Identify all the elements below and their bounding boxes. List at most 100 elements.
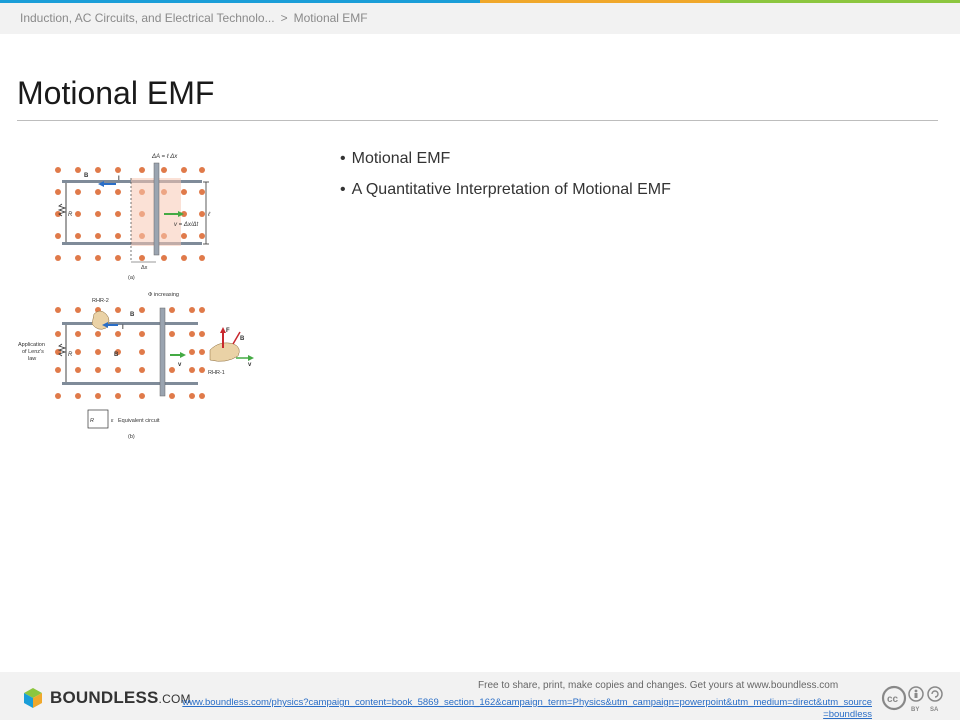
field-marker [189, 393, 195, 399]
equivalent-circuit-b [87, 409, 109, 429]
resistor-b [57, 343, 67, 357]
field-marker [95, 393, 101, 399]
field-marker [139, 331, 145, 337]
field-marker [139, 167, 145, 173]
field-marker [199, 189, 205, 195]
field-marker [161, 167, 167, 173]
top-bar: Induction, AC Circuits, and Electrical T… [0, 0, 960, 34]
field-marker [181, 167, 187, 173]
svg-text:B: B [114, 352, 119, 358]
svg-text:B: B [130, 312, 135, 318]
svg-text:v: v [178, 362, 182, 368]
svg-text:B: B [84, 173, 89, 179]
svg-text:v: v [248, 362, 252, 368]
field-marker [95, 255, 101, 261]
breadcrumb: Induction, AC Circuits, and Electrical T… [20, 11, 368, 25]
field-marker [55, 367, 61, 373]
svg-text:SA: SA [930, 707, 939, 713]
bullet-list: Motional EMF A Quantitative Interpretati… [340, 150, 671, 212]
field-marker [189, 367, 195, 373]
boundless-logo[interactable]: BOUNDLESS.COM [22, 687, 191, 709]
field-marker [115, 307, 121, 313]
field-marker [75, 393, 81, 399]
field-marker [95, 211, 101, 217]
svg-text:ℓ: ℓ [207, 211, 211, 218]
field-marker [169, 367, 175, 373]
field-marker [115, 233, 121, 239]
field-marker [95, 331, 101, 337]
svg-text:BY: BY [911, 707, 919, 713]
field-marker [75, 349, 81, 355]
svg-text:R: R [68, 352, 73, 358]
field-marker [55, 211, 61, 217]
field-marker [199, 331, 205, 337]
svg-text:cc: cc [887, 694, 899, 705]
svg-text:Equivalent circuit: Equivalent circuit [118, 418, 160, 424]
hand-rhr1-icon [209, 342, 240, 362]
field-marker [199, 367, 205, 373]
resistor-a [57, 203, 67, 217]
page-title: Motional EMF [17, 75, 215, 111]
field-marker [115, 189, 121, 195]
svg-text:R: R [68, 212, 73, 218]
field-marker [181, 189, 187, 195]
boundless-cube-icon [24, 688, 42, 708]
field-marker [75, 367, 81, 373]
panel-a: ΔA = ℓ Δx B I R v = Δx/Δt ℓ Δx (a) [55, 153, 211, 281]
svg-text:F: F [226, 328, 230, 334]
field-marker [181, 255, 187, 261]
field-marker [55, 331, 61, 337]
breadcrumb-parent[interactable]: Induction, AC Circuits, and Electrical T… [20, 11, 275, 25]
field-marker [139, 349, 145, 355]
field-marker [115, 393, 121, 399]
field-marker [55, 167, 61, 173]
field-marker [189, 349, 195, 355]
svg-text:RHR-2: RHR-2 [92, 298, 109, 304]
field-marker [199, 211, 205, 217]
breadcrumb-separator: > [280, 11, 288, 25]
field-marker [55, 307, 61, 313]
field-marker [75, 189, 81, 195]
field-marker [75, 307, 81, 313]
svg-text:I: I [118, 176, 120, 182]
field-marker [189, 307, 195, 313]
field-marker [139, 393, 145, 399]
share-note: Free to share, print, make copies and ch… [478, 680, 839, 691]
top-rail-b [62, 322, 198, 325]
svg-text:(b): (b) [128, 434, 135, 440]
field-marker [75, 167, 81, 173]
field-marker [115, 331, 121, 337]
svg-text:Φ increasing: Φ increasing [148, 292, 179, 298]
field-marker [199, 255, 205, 261]
field-marker [115, 167, 121, 173]
field-marker [199, 349, 205, 355]
field-marker [181, 233, 187, 239]
cc-license-icon[interactable]: cc BY SA [880, 684, 946, 714]
field-markers-b [55, 307, 205, 399]
field-marker [55, 255, 61, 261]
accent-stripes [0, 0, 960, 3]
field-marker [115, 349, 121, 355]
field-marker [199, 167, 205, 173]
field-marker [199, 233, 205, 239]
moving-rod-a [153, 162, 160, 256]
source-link[interactable]: www.boundless.com/physics?campaign_conte… [182, 697, 872, 720]
bullet-item: A Quantitative Interpretation of Motiona… [340, 181, 671, 199]
field-marker [95, 349, 101, 355]
field-marker [75, 255, 81, 261]
field-marker [139, 367, 145, 373]
field-marker [169, 307, 175, 313]
svg-text:v = Δx/Δt: v = Δx/Δt [174, 222, 199, 228]
svg-text:I: I [122, 325, 124, 331]
field-marker [189, 331, 195, 337]
field-marker [95, 367, 101, 373]
field-marker [139, 307, 145, 313]
field-marker [169, 331, 175, 337]
moving-rod-b [159, 307, 166, 397]
title-divider [17, 120, 938, 121]
svg-text:Δx: Δx [141, 265, 148, 271]
footer [0, 672, 960, 720]
field-marker [75, 211, 81, 217]
field-marker [55, 233, 61, 239]
field-marker [115, 255, 121, 261]
